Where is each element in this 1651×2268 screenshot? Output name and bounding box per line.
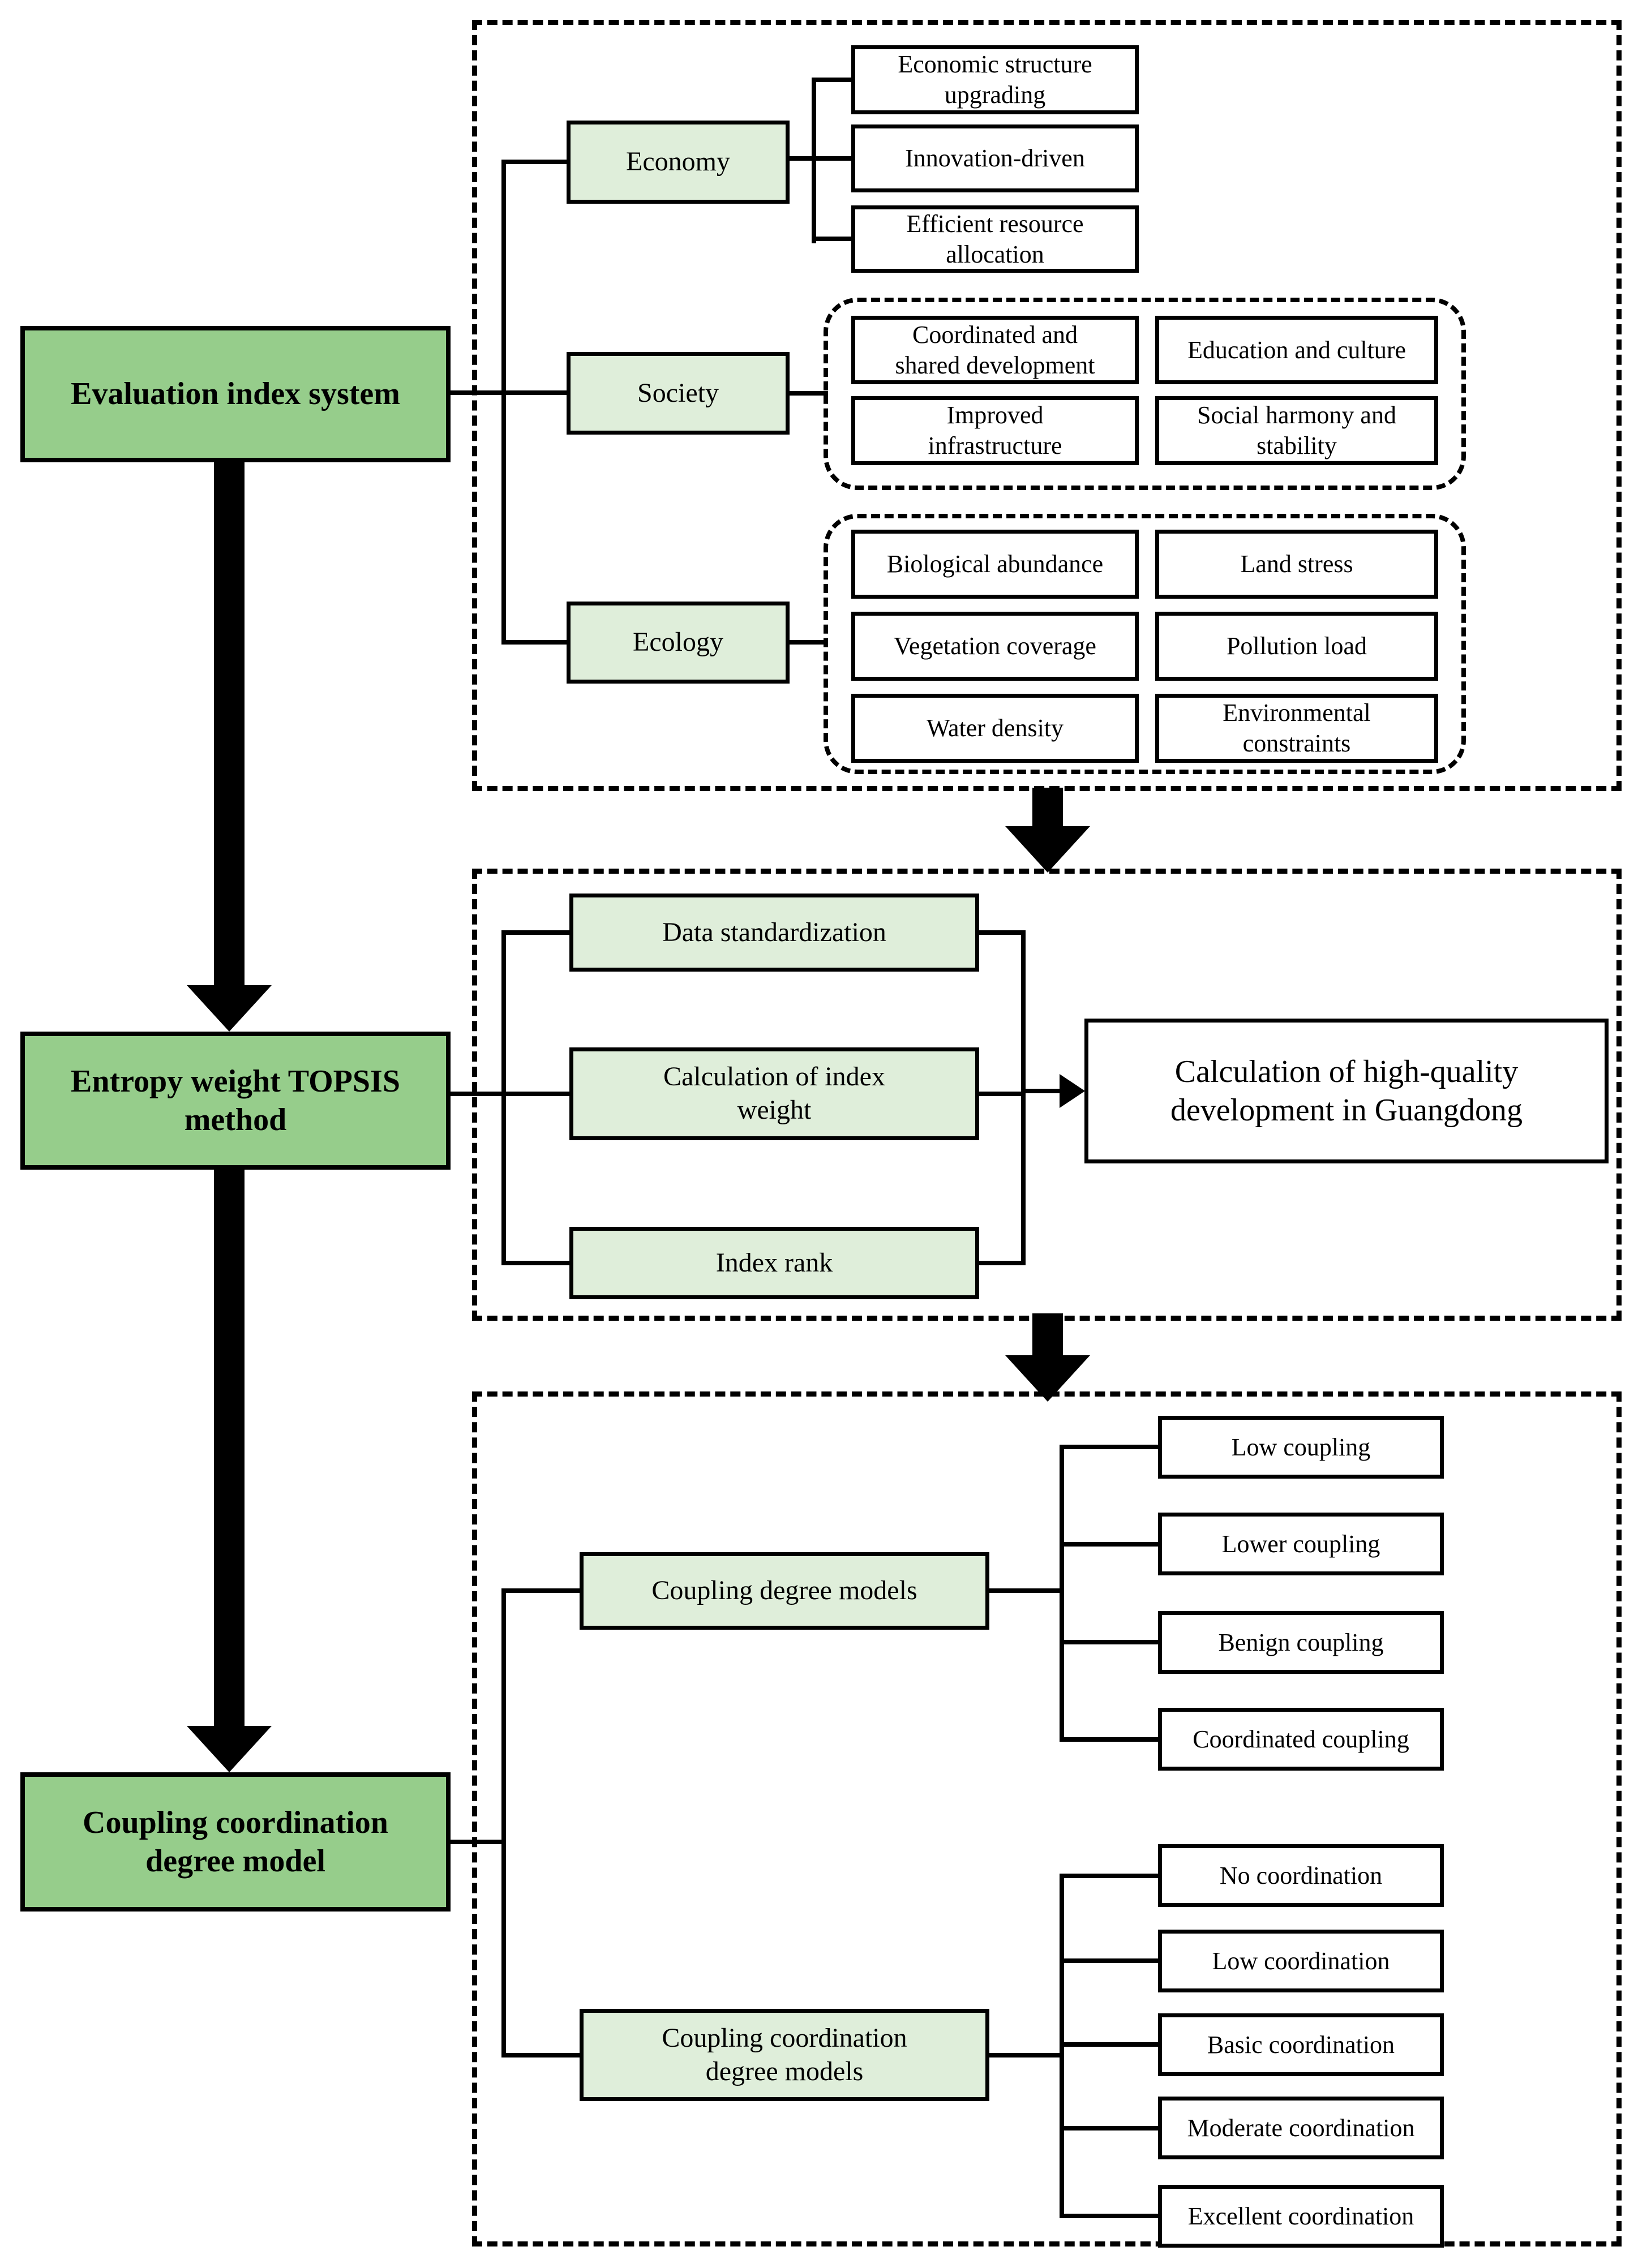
cdm-to-children-line <box>989 1588 1064 1593</box>
evaluation-to-entropy-arrow-shaft <box>214 462 245 986</box>
steps-to-output-line <box>1021 1089 1063 1093</box>
step2-right-stub <box>979 1092 1026 1096</box>
cdm-child4-stub <box>1060 1737 1158 1742</box>
evaluation-to-branch-line <box>451 390 571 395</box>
section2-to-section3-arrow-shaft <box>1032 1313 1063 1356</box>
economy-child1-stub <box>812 78 856 82</box>
low-coordination-box: Low coordination <box>1158 1930 1444 1992</box>
coupling-coordination-degree-models-box: Coupling coordination degree models <box>580 2009 989 2101</box>
education-culture-box: Education and culture <box>1155 316 1438 384</box>
environmental-constraints-box: Environmental constraints <box>1155 694 1438 763</box>
excellent-coordination-box: Excellent coordination <box>1158 2185 1444 2248</box>
cdm-children-vline <box>1060 1445 1064 1742</box>
economy-box: Economy <box>567 121 790 204</box>
coordinated-shared-development-box: Coordinated and shared development <box>851 316 1139 384</box>
step1-left-stub <box>501 930 574 935</box>
economy-to-children-line <box>790 156 816 161</box>
entropy-to-steps-line <box>451 1092 574 1096</box>
step1-right-stub <box>979 930 1026 935</box>
ecology-box: Ecology <box>567 602 790 684</box>
coupling-section-container <box>472 1391 1622 2246</box>
steps-right-vline <box>1021 930 1026 1265</box>
ccdm-child1-stub <box>1060 1874 1158 1878</box>
data-standardization-box: Data standardization <box>569 894 979 972</box>
economy-child3-stub <box>812 237 856 241</box>
entropy-to-coupling-arrow-shaft <box>214 1170 245 1726</box>
lower-coupling-box: Lower coupling <box>1158 1513 1444 1575</box>
biological-abundance-box: Biological abundance <box>851 530 1139 599</box>
society-to-group-line <box>790 391 828 396</box>
water-density-box: Water density <box>851 694 1139 763</box>
ccdm-child2-stub <box>1060 1958 1158 1963</box>
no-coordination-box: No coordination <box>1158 1844 1444 1907</box>
innovation-driven-box: Innovation-driven <box>851 124 1139 192</box>
ecology-to-group-line <box>790 640 828 645</box>
ccdm-child3-stub <box>1060 2042 1158 2047</box>
moderate-coordination-box: Moderate coordination <box>1158 2097 1444 2159</box>
cdm-child2-stub <box>1060 1542 1158 1547</box>
ccdm-child5-stub <box>1060 2214 1158 2218</box>
low-coupling-box: Low coupling <box>1158 1416 1444 1479</box>
entropy-to-coupling-arrowhead-icon <box>187 1726 272 1772</box>
section1-branch-vline <box>501 160 506 645</box>
coordinated-coupling-box: Coordinated coupling <box>1158 1708 1444 1771</box>
branch-to-ecology-line <box>501 640 571 645</box>
evaluation-index-system-box: Evaluation index system <box>20 326 451 462</box>
calculation-index-weight-box: Calculation of index weight <box>569 1047 979 1140</box>
improved-infrastructure-box: Improved infrastructure <box>851 396 1139 465</box>
benign-coupling-box: Benign coupling <box>1158 1611 1444 1674</box>
economic-structure-upgrading-box: Economic structure upgrading <box>851 45 1139 114</box>
cdm-child1-stub <box>1060 1445 1158 1449</box>
vegetation-coverage-box: Vegetation coverage <box>851 612 1139 681</box>
entropy-topsis-method-box: Entropy weight TOPSIS method <box>20 1032 451 1170</box>
steps-left-vline <box>501 930 506 1265</box>
society-box: Society <box>567 352 790 435</box>
coupling-degree-models-box: Coupling degree models <box>580 1552 989 1630</box>
efficient-resource-allocation-box: Efficient resource allocation <box>851 205 1139 273</box>
ccdm-to-children-line <box>989 2053 1064 2057</box>
cdm-child3-stub <box>1060 1640 1158 1644</box>
land-stress-box: Land stress <box>1155 530 1438 599</box>
section1-to-section2-arrowhead-icon <box>1005 826 1090 873</box>
branch-to-cdm-line <box>501 1588 584 1593</box>
models-branch-vline <box>501 1588 506 2057</box>
social-harmony-stability-box: Social harmony and stability <box>1155 396 1438 465</box>
output-arrowhead-icon <box>1060 1074 1085 1108</box>
coupling-coordination-model-box: Coupling coordination degree model <box>20 1772 451 1912</box>
branch-to-economy-line <box>501 160 571 164</box>
basic-coordination-box: Basic coordination <box>1158 2013 1444 2076</box>
ccdm-child4-stub <box>1060 2126 1158 2130</box>
step3-left-stub <box>501 1261 574 1265</box>
pollution-load-box: Pollution load <box>1155 612 1438 681</box>
high-quality-development-output-box: Calculation of high-quality development … <box>1084 1019 1609 1163</box>
economy-child2-stub <box>812 156 856 161</box>
evaluation-to-entropy-arrowhead-icon <box>187 985 272 1032</box>
section1-to-section2-arrow-shaft <box>1032 788 1063 827</box>
step3-right-stub <box>979 1261 1026 1265</box>
branch-to-ccdm-line <box>501 2053 584 2057</box>
section2-to-section3-arrowhead-icon <box>1005 1355 1090 1402</box>
index-rank-box: Index rank <box>569 1227 979 1299</box>
coupling-to-models-line <box>451 1840 506 1844</box>
